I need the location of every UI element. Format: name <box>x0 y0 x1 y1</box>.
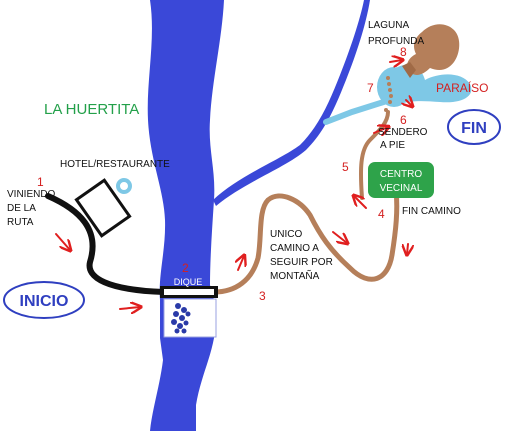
unico-label-1: UNICO <box>270 229 302 240</box>
step-number: 1 <box>37 175 44 189</box>
hotel-label: HOTEL/RESTAURANTE <box>60 159 170 170</box>
main-river <box>147 0 224 431</box>
mountain-trail <box>211 187 400 295</box>
red-arrow-icon <box>55 60 412 309</box>
tree-cluster-icon <box>171 303 191 334</box>
road <box>45 193 167 295</box>
unico-label-4: MONTAÑA <box>270 269 320 282</box>
centro-label-1: CENTRO <box>380 169 422 180</box>
step-number: 5 <box>342 160 349 174</box>
dotted-trail <box>384 76 393 112</box>
unico-label-3: SEGUIR POR <box>270 257 333 268</box>
rock-formation-icon <box>407 24 460 75</box>
foot-trail <box>359 110 390 200</box>
hotel-building-icon <box>74 178 132 238</box>
paraiso-label: PARAÍSO <box>436 80 488 95</box>
rock-detail <box>402 62 416 78</box>
sendero-label-1: SENDERO <box>378 127 428 138</box>
step-number: 4 <box>378 207 385 221</box>
dique-label: DIQUE <box>174 277 203 287</box>
fin-camino-label: FIN CAMINO <box>402 206 461 217</box>
la-huertita-label: LA HUERTITA <box>44 101 139 118</box>
dique-bar-inner <box>164 289 214 295</box>
viniendo-label-3: RUTA <box>7 217 34 228</box>
step-number: 7 <box>367 81 374 95</box>
centro-label-2: VECINAL <box>380 183 423 194</box>
pool-icon <box>116 178 132 194</box>
step-number: 3 <box>259 289 266 303</box>
laguna-label-2: PROFUNDA <box>368 36 424 47</box>
fin-oval <box>447 109 501 145</box>
viniendo-label-1: VINIENDO <box>7 189 56 200</box>
laguna-label-1: LAGUNA <box>368 20 409 31</box>
centro-vecinal-box <box>368 162 434 198</box>
stream <box>323 97 393 125</box>
dam-block <box>163 298 217 338</box>
fin-label: FIN <box>461 120 487 137</box>
unico-label-2: CAMINO A <box>270 243 319 254</box>
step-number: 8 <box>400 45 407 59</box>
inicio-label: INICIO <box>20 293 69 310</box>
step-number: 2 <box>182 261 189 275</box>
tributary-river <box>213 0 370 206</box>
sendero-label-2: A PIE <box>380 140 405 151</box>
viniendo-label-2: DE LA <box>7 203 36 214</box>
step-number: 6 <box>400 113 407 127</box>
inicio-oval <box>3 281 85 319</box>
